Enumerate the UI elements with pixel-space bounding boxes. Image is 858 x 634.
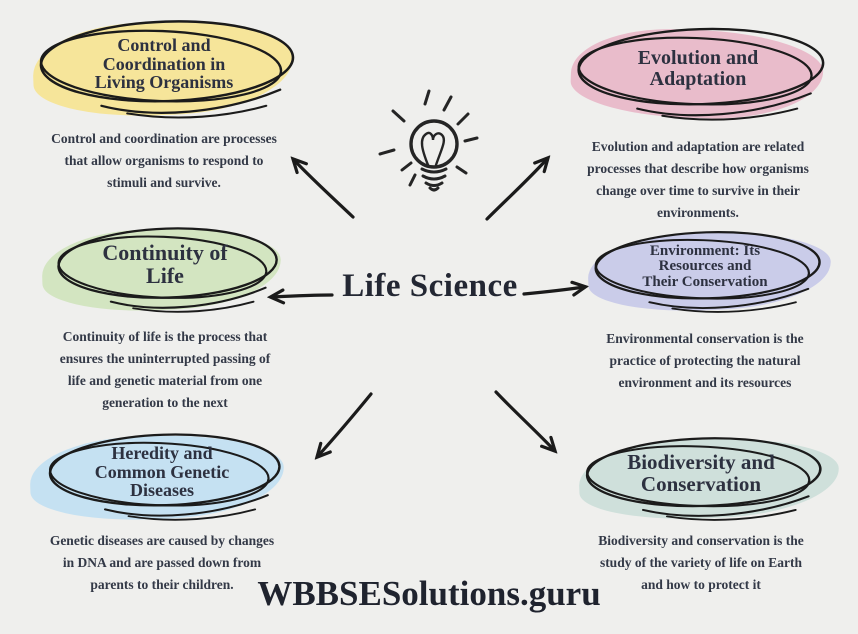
node-title: Control and Coordination in Living Organ… — [94, 34, 234, 93]
node-description: Evolution and adaptation are related pro… — [587, 139, 809, 220]
node-environment-resources: Environment: Its Resources and Their Con… — [560, 226, 850, 394]
node-control-coordination: Control and Coordination in Living Organ… — [14, 14, 314, 194]
node-description: Continuity of life is the process that e… — [59, 329, 271, 410]
arrow-up-right — [485, 159, 547, 221]
node-title: Continuity of Life — [102, 240, 228, 288]
sketch-ellipse-outline — [577, 27, 825, 121]
lightbulb-icon — [378, 89, 479, 192]
node-description: Genetic diseases are caused by changes i… — [49, 533, 275, 592]
node-biodiversity-conservation: Biodiversity and Conservation Biodiversi… — [556, 432, 846, 596]
node-evolution-adaptation: Evolution and Adaptation Evolution and a… — [552, 22, 844, 224]
sketch-ellipse-outline — [48, 433, 281, 521]
sketch-ellipse-outline — [39, 20, 295, 119]
node-description: Control and coordination are processes t… — [51, 131, 277, 190]
arrow-down-right — [494, 390, 554, 450]
sketch-ellipse-outline — [594, 231, 821, 313]
node-heredity-genetic-diseases: Heredity and Common Genetic Diseases Gen… — [14, 428, 310, 596]
node-title: Biodiversity and Conservation — [627, 450, 775, 496]
arrow-down-left — [318, 392, 373, 456]
node-title: Heredity and Common Genetic Diseases — [94, 442, 230, 501]
node-continuity-of-life: Continuity of Life Continuity of life is… — [20, 222, 310, 414]
sketch-ellipse-outline — [57, 227, 278, 313]
watermark: WBBSESolutions.guru — [257, 574, 601, 613]
node-description: Environmental conservation is the practi… — [606, 331, 804, 390]
node-title: Environment: Its Resources and Their Con… — [642, 242, 768, 290]
center-title: Life Science — [342, 268, 518, 304]
sketch-ellipse-outline — [585, 437, 822, 521]
node-title: Evolution and Adaptation — [637, 47, 759, 90]
node-description: Biodiversity and conservation is the stu… — [598, 533, 804, 592]
